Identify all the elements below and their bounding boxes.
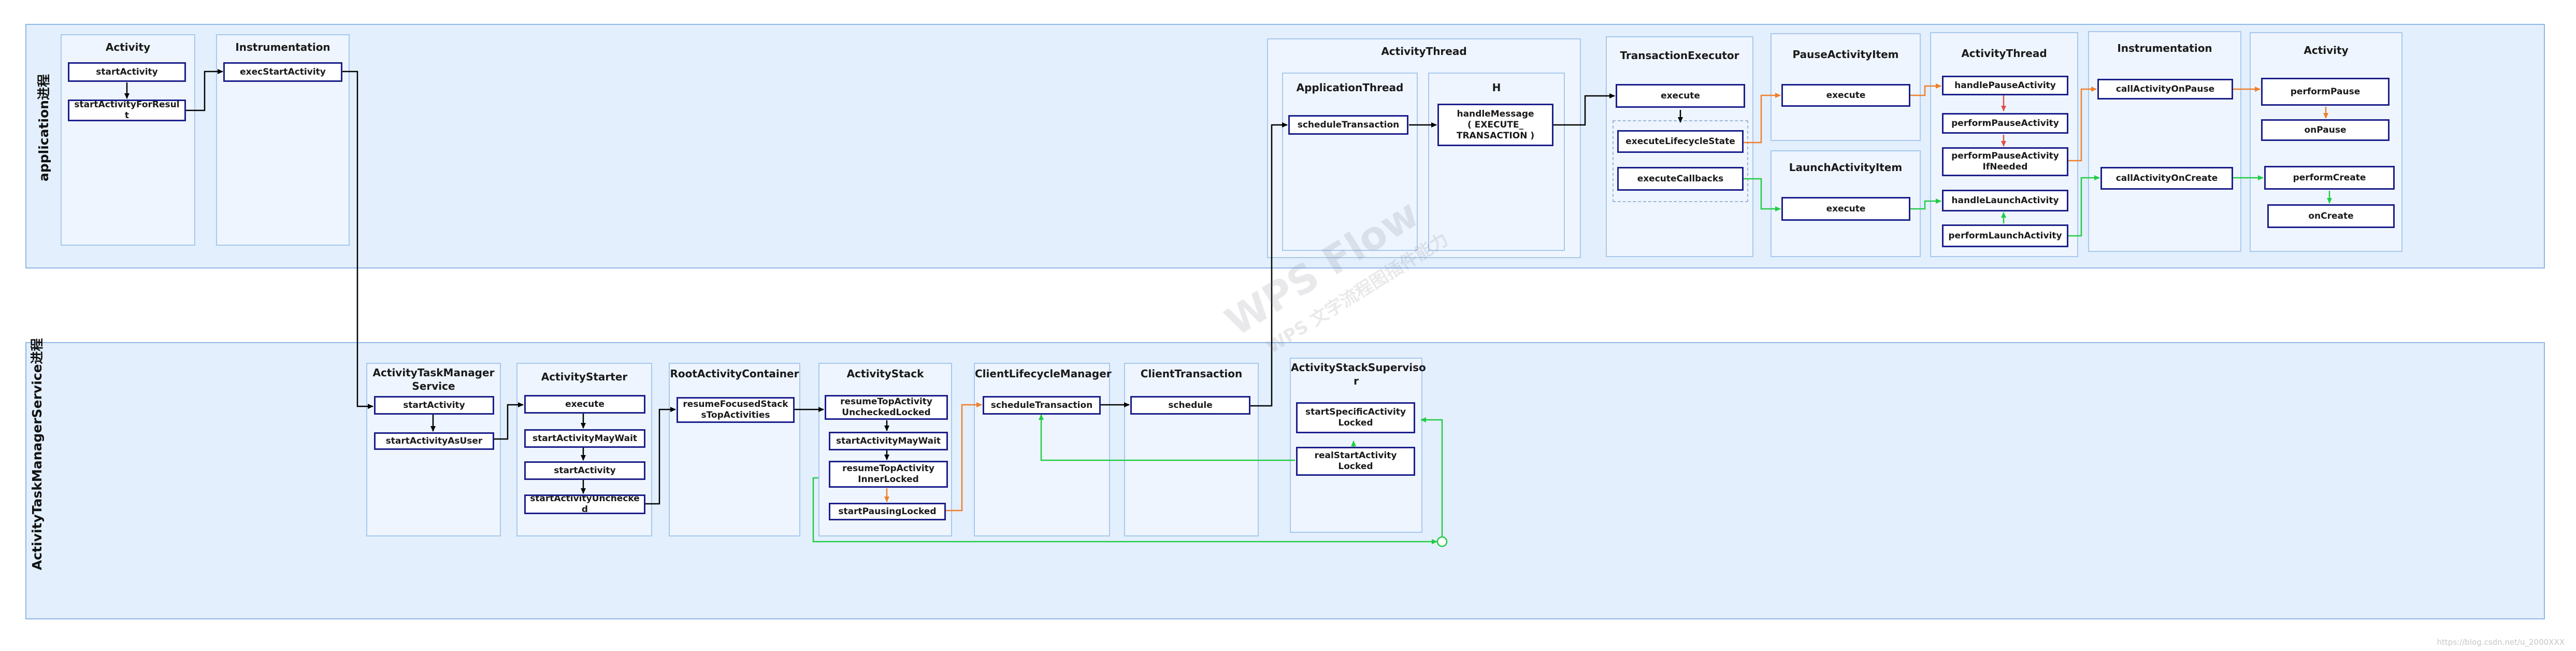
arrow-schedule-to-scheduleTransaction [1250,122,1288,407]
group-instrumentation-right: Instrumentation [2088,31,2241,252]
node-performPauseActivity[interactable]: performPauseActivity [1942,113,2068,134]
group-title: ActivityTaskManager Service [372,366,495,392]
group-title: ClientLifecycleManager [975,367,1112,380]
arrow-callbacks-to-launch-execute [1743,178,1781,211]
arrow-pause-execute-to-handlePause [1910,83,1941,96]
node-callActivityOnCreate[interactable]: callActivityOnCreate [2100,167,2233,190]
node-startActivityForResult[interactable]: startActivityForResul t [68,100,186,121]
node-execute-pause[interactable]: execute [1781,84,1910,107]
group-rootactivitycontainer: RootActivityContainer [669,363,800,536]
group-title: Instrumentation [2117,42,2212,54]
node-startActivityAsUser[interactable]: startActivityAsUser [374,432,494,450]
group-clientlifecyclemanager: ClientLifecycleManager [974,363,1112,536]
group-title: Instrumentation [235,41,330,53]
node-startActivityMayWait-starter[interactable]: startActivityMayWait [524,429,645,448]
group-title: LaunchActivityItem [1789,161,1903,174]
arrow-execStartActivity-to-atms [342,70,373,409]
node-scheduleTransaction-app[interactable]: scheduleTransaction [1288,115,1408,135]
arrow-startPausing-to-scheduleTransaction [945,402,982,512]
node-execute-launch[interactable]: execute [1781,197,1910,221]
node-resumeTopActivityInnerLocked[interactable]: resumeTopActivity InnerLocked [829,461,948,488]
group-title: TransactionExecutor [1620,49,1739,62]
node-onCreate[interactable]: onCreate [2267,204,2395,228]
group-title: ActivityThread [1381,45,1467,58]
node-handlePauseActivity[interactable]: handlePauseActivity [1942,76,2068,95]
group-title: ClientTransaction [1140,367,1243,380]
arrow-ifneeded-to-callOnPause [2068,87,2097,162]
arrow-lifecycle-to-pause-execute [1743,93,1781,144]
node-performCreate[interactable]: performCreate [2264,166,2395,190]
node-execute-starter[interactable]: execute [524,395,645,414]
node-resumeFocusedStackTopActivities[interactable]: resumeFocusedStack sTopActivities [677,397,795,423]
group-title: ActivityStackSuperviso r [1291,361,1426,387]
node-startActivity-app[interactable]: startActivity [68,62,186,82]
source-credit: https://blog.csdn.net/u_2000XXX [2437,638,2565,647]
group-clienttransaction: ClientTransaction [1124,363,1259,536]
node-startActivity-starter[interactable]: startActivity [524,461,645,480]
arrow-forResult-to-execStartActivity [185,69,223,111]
node-resumeTopActivityUncheckedLocked[interactable]: resumeTopActivity UncheckedLocked [825,395,948,420]
node-startSpecificActivityLocked[interactable]: startSpecificActivity Locked [1296,402,1415,433]
green-junction [1436,536,1448,547]
node-handleMessage[interactable]: handleMessage ( EXECUTE_ TRANSACTION ) [1437,104,1553,146]
node-execute-te[interactable]: execute [1616,84,1745,108]
arrow-launch-execute-to-handleLaunch [1910,199,1941,210]
node-startActivityMayWait-stack[interactable]: startActivityMayWait [829,432,948,450]
group-title: Activity [105,41,151,53]
group-title: RootActivityContainer [670,367,799,380]
node-performLaunchActivity[interactable]: performLaunchActivity [1942,224,2068,247]
arrow-stack-loop-to-supervisor [812,477,1437,544]
node-performPause[interactable]: performPause [2261,78,2390,106]
arrow-realStart-to-scheduleTransaction [1039,414,1295,461]
node-executeLifecycleState[interactable]: executeLifecycleState [1617,130,1744,153]
group-title: H [1492,81,1501,94]
group-h: H [1428,73,1565,251]
node-onPause[interactable]: onPause [2261,119,2390,141]
group-title: ActivityStarter [541,371,628,383]
node-realStartActivityLocked[interactable]: realStartActivity Locked [1296,447,1415,476]
group-title: ActivityThread [1961,47,2047,60]
arrow-performLaunch-to-callOnCreate [2068,175,2100,237]
arrow-asUser-to-starter-execute [494,402,524,440]
node-handleLaunchActivity[interactable]: handleLaunchActivity [1942,190,2068,211]
group-title: ActivityStack [846,367,924,380]
node-execStartActivity[interactable]: execStartActivity [223,62,342,82]
node-startActivity-atms[interactable]: startActivity [374,396,494,415]
arrow-junction-to-startSpecific [1420,417,1443,537]
arrow-unchecked-to-resumeFocused [645,407,676,505]
group-title: PauseActivityItem [1792,48,1899,61]
group-activitystacksupervisor: ActivityStackSuperviso r [1290,358,1426,533]
node-startActivityUnchecked[interactable]: startActivityUnchecke d [524,494,645,514]
node-executeCallbacks[interactable]: executeCallbacks [1617,167,1744,191]
node-performPauseActivityIfNeeded[interactable]: performPauseActivity IfNeeded [1942,147,2068,176]
node-scheduleTransaction-svc[interactable]: scheduleTransaction [983,396,1101,415]
arrow-handleMessage-to-execute [1553,93,1615,126]
node-callActivityOnPause[interactable]: callActivityOnPause [2097,79,2233,100]
group-title: ApplicationThread [1296,81,1404,94]
node-schedule[interactable]: schedule [1130,396,1250,415]
node-startPausingLocked[interactable]: startPausingLocked [829,503,946,520]
group-applicationthread: ApplicationThread [1282,73,1418,251]
group-title: Activity [2304,44,2349,56]
